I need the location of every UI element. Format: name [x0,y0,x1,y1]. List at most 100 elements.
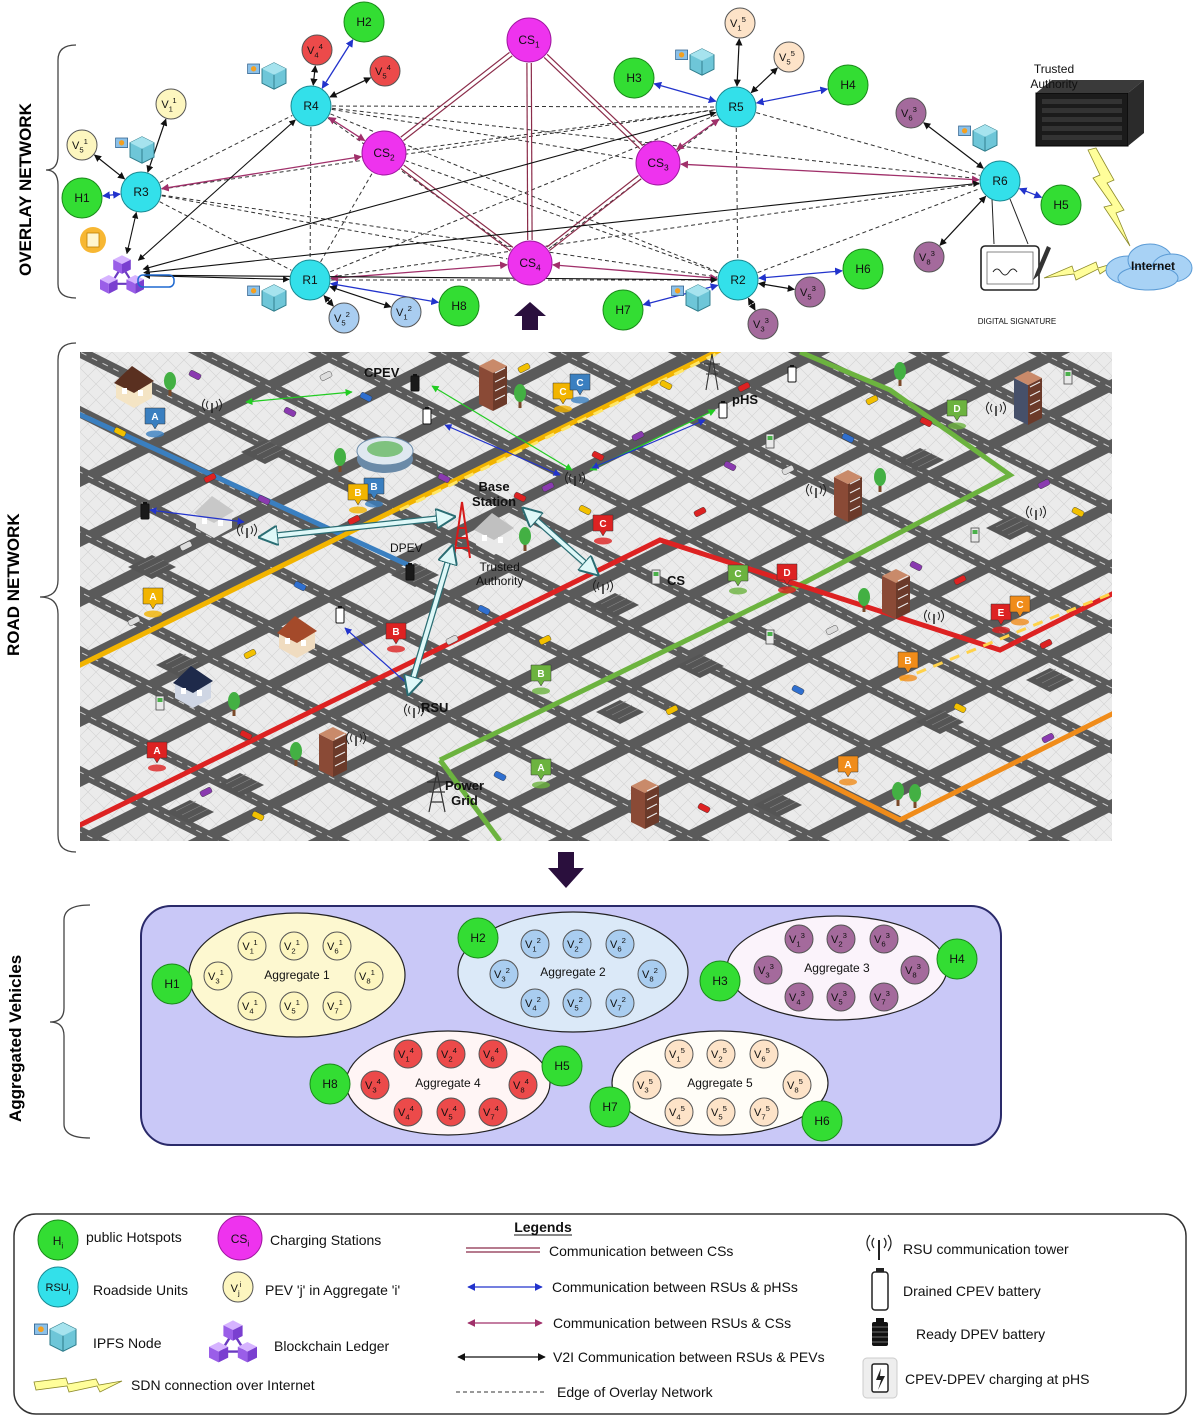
charging-bolt [876,1368,885,1390]
blockchain-ledger-icon [209,1320,257,1363]
legend-ready-battery-symbol [872,1322,888,1346]
blockchain-link [137,119,296,261]
aggregate-pev-label: V61 [327,938,343,955]
label-base: V [525,998,533,1010]
route-marker: E [990,603,1012,634]
hotspot-node [602,289,644,331]
legend-right-text: Drained CPEV battery [903,1283,1041,1299]
label-sub: 8 [649,974,653,983]
pev-node [794,276,826,308]
parking-lot [128,555,176,579]
aggregate-hotspot-node [936,938,978,980]
tree-icon [858,588,870,612]
aggregate-hotspot-label: H5 [554,1059,570,1073]
marker-letter: D [783,568,790,579]
aggregate-pev-node [237,931,267,961]
label-sub: 5 [79,145,83,154]
cs-cs-link [526,63,529,241]
trusted-authority-label: Authority [1030,77,1077,91]
charger-body [155,695,165,711]
label-base: V [398,1049,406,1061]
pev-node [369,55,401,87]
label-base: V [642,969,650,981]
road-link [591,419,706,469]
label-base: V [905,965,913,977]
label-sup: 3 [917,962,921,971]
tree-icon [164,372,176,396]
cs-label: CS [667,573,686,588]
lane-line [558,352,1112,629]
aggregate-title: Aggregate 2 [540,965,606,979]
label-sup: 5 [791,49,795,58]
tree-icon [892,782,904,806]
rsu-phs-link [755,86,829,106]
label-sub: 2 [718,1054,722,1063]
parking-lines [137,555,171,575]
label-sup: 2 [579,995,583,1004]
blockchain-link [143,271,718,284]
aggregate-title: Aggregate 3 [804,961,870,975]
aggregate-hotspot-label: H8 [322,1077,338,1091]
label-sub: 6 [881,939,885,948]
pev-node [390,296,422,328]
building-top [882,569,910,583]
aggregate-pev-node [632,1070,662,1100]
ipfs-node-icon [34,1322,77,1352]
building-top [1014,371,1042,385]
ipfs-dot [118,140,125,146]
aggregate-pev-node [279,991,309,1021]
tower-waves [350,733,362,743]
legend-title: Legends [514,1219,572,1235]
route-marker: A [142,587,164,618]
hotspot-label: H1 [74,191,90,205]
overlay-edge [161,194,718,278]
road-segment [547,558,1112,841]
label-sub: 7 [490,1112,494,1121]
server-slot [1042,135,1122,140]
aggregate-pev-label: V25 [711,1046,727,1063]
r6-tablet-link [991,198,995,245]
rsu-label: R6 [992,174,1008,188]
charger-body [765,433,775,449]
label-base: V [669,1107,677,1119]
rsu-label: R1 [302,273,318,287]
label-sup: 2 [537,936,541,945]
pev-label: V11 [161,96,176,113]
pev-label: V44 [307,42,324,59]
internet-cloud [1105,243,1193,291]
battery-body [405,564,415,581]
building-right [896,576,910,619]
tree-crown [909,784,921,802]
car-icon [865,395,879,405]
aggregate-pev-label: V71 [327,998,343,1015]
lane-line [678,352,1112,569]
parking-lines [1035,668,1069,688]
rsu-node [289,259,331,301]
charger-body [765,629,775,645]
tree-trunk [862,604,866,612]
aggregate-pev-label: V52 [567,995,583,1012]
house-roof [114,366,154,393]
aggregate-pev-node [869,982,899,1012]
label-base: V [284,941,292,953]
label-sup: 3 [886,989,890,998]
battery-cap [338,606,342,608]
blockchain-link [142,110,717,271]
aggregate-pev-label: V21 [284,938,300,955]
label-sub: 8 [794,1085,798,1094]
car-icon [1039,639,1053,649]
marker-shadow [532,687,550,695]
phs-label: pHS [732,392,758,407]
building-window [646,785,658,792]
label-sup: 2 [506,966,510,975]
legend-rsu-symbol [37,1266,79,1308]
label-sub: 5 [574,1003,578,1012]
tree-trunk [878,484,882,492]
route-marker: B [530,664,552,695]
label-sub: 4 [405,1112,410,1121]
building-top [631,779,659,793]
aggregate-pev-label: V24 [441,1046,458,1063]
v2i-link [93,154,126,180]
